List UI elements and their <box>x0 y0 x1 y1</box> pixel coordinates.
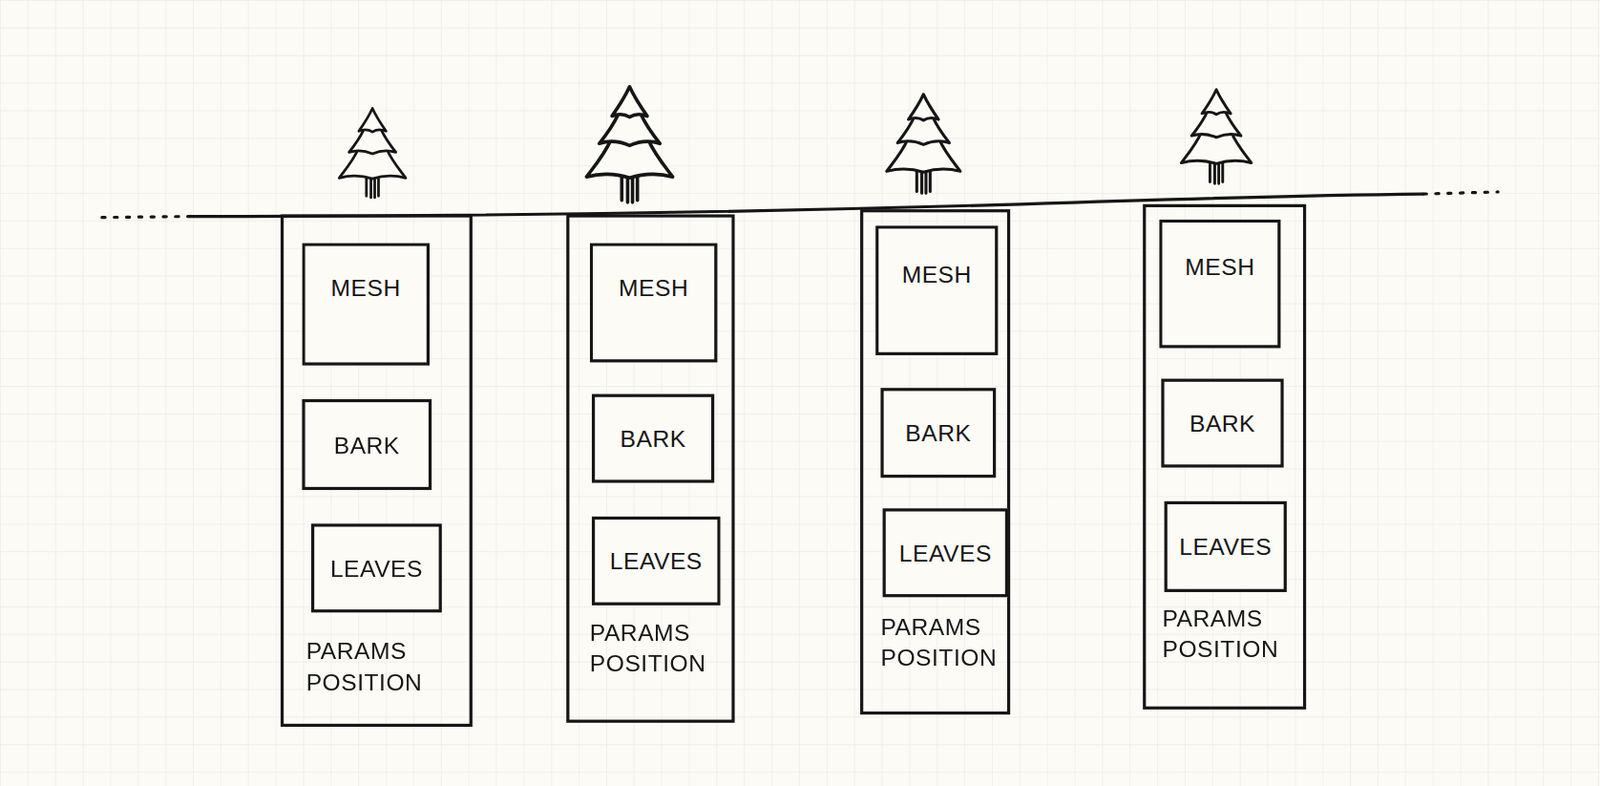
tree-icon <box>338 108 406 198</box>
field-label: PARAMS POSITION <box>306 635 468 697</box>
component-label: MESH <box>1184 251 1255 282</box>
component-box: BARK <box>591 394 715 484</box>
component-box: MESH <box>1158 219 1281 349</box>
component-label: BARK <box>1189 407 1256 439</box>
object-column: PARAMS POSITION MESH BARK LEAVES <box>860 209 1011 715</box>
ground-dots <box>102 216 190 218</box>
object-column: PARAMS POSITION MESH BARK LEAVES <box>280 213 473 727</box>
component-label: BARK <box>334 428 400 460</box>
component-label: LEAVES <box>610 545 703 576</box>
component-box: LEAVES <box>883 507 1009 597</box>
component-box: BARK <box>1160 378 1284 468</box>
field-label: PARAMS POSITION <box>880 610 1005 673</box>
component-label: MESH <box>618 272 689 303</box>
component-box: MESH <box>875 225 998 356</box>
tree-icon <box>586 86 673 203</box>
component-box: LEAVES <box>591 516 721 606</box>
component-label: LEAVES <box>330 552 423 584</box>
component-box: MESH <box>301 242 430 365</box>
tree-icon <box>886 94 961 193</box>
component-box: BARK <box>880 387 996 478</box>
field-label: PARAMS POSITION <box>1161 603 1301 665</box>
object-column: PARAMS POSITION MESH BARK LEAVES <box>566 213 735 722</box>
component-label: MESH <box>902 258 972 290</box>
component-label: MESH <box>331 272 401 303</box>
component-label: BARK <box>905 417 971 448</box>
field-label: PARAMS POSITION <box>589 617 730 679</box>
component-box: LEAVES <box>1164 501 1287 592</box>
object-column: PARAMS POSITION MESH BARK LEAVES <box>1142 204 1306 710</box>
component-label: LEAVES <box>899 537 992 569</box>
ground-dots <box>1423 191 1498 194</box>
component-label: LEAVES <box>1178 530 1272 562</box>
component-box: LEAVES <box>311 523 443 612</box>
component-box: BARK <box>301 399 432 490</box>
component-box: MESH <box>589 242 718 362</box>
component-label: BARK <box>620 422 687 454</box>
tree-icon <box>1180 89 1251 184</box>
